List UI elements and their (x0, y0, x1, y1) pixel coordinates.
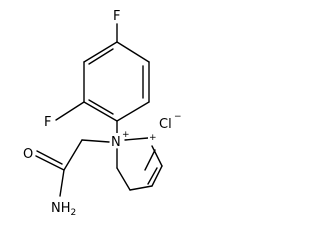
fluorine-left-knockout (42, 113, 54, 128)
c-c-double-bond-outer (151, 165, 163, 187)
amine-nh: NH (51, 201, 71, 216)
chemical-structure: F F Cl − N + + O NH2 (21, 7, 181, 218)
c-f-bond-left (55, 101, 85, 121)
ring-bond (116, 101, 150, 122)
amine-knockout (47, 199, 75, 215)
c-n-amide-bond (59, 169, 65, 197)
nitrogen-label: N (111, 135, 121, 150)
cation-charge-knockout (148, 131, 156, 141)
carbon-cation-charge: + (149, 133, 157, 143)
ring-bond (83, 41, 118, 63)
c-c-bond (151, 145, 163, 167)
ch2-c-bond (116, 167, 131, 191)
pyridinium-ring (116, 137, 163, 191)
chloride-charge: − (174, 112, 181, 122)
n-c-cation-bond (124, 137, 149, 141)
c-c-double-bond (144, 149, 156, 171)
c-o-double-bond (35, 155, 65, 171)
ch2-carbonyl-bond (63, 139, 83, 171)
ring-bond (83, 101, 118, 122)
fluorine-left-label: F (44, 115, 51, 130)
ring-double-bond (88, 99, 114, 115)
ring-double-bond (88, 48, 114, 65)
oxygen-label: O (23, 147, 33, 162)
oxygen-knockout (21, 145, 34, 160)
fluorine-top-label: F (113, 9, 120, 24)
substituent-bonds (55, 23, 118, 135)
c-c-bond (129, 185, 153, 191)
n-ch2-bond (81, 139, 110, 143)
fluorine-top-knockout (111, 7, 123, 22)
amine-subscript: 2 (71, 208, 77, 218)
c-o-double-bond-second (36, 150, 63, 165)
acetamide-chain (35, 139, 110, 197)
c-c-double-bond-inner (147, 167, 158, 185)
nitrogen-charge: + (122, 130, 130, 140)
ring-bond (116, 41, 150, 63)
amine-label: NH2 (51, 201, 76, 218)
chloride-knockout (157, 115, 175, 130)
nitrogen-knockout (110, 133, 123, 148)
chloride-label: Cl (159, 117, 172, 132)
difluorophenyl-ring (83, 41, 150, 122)
